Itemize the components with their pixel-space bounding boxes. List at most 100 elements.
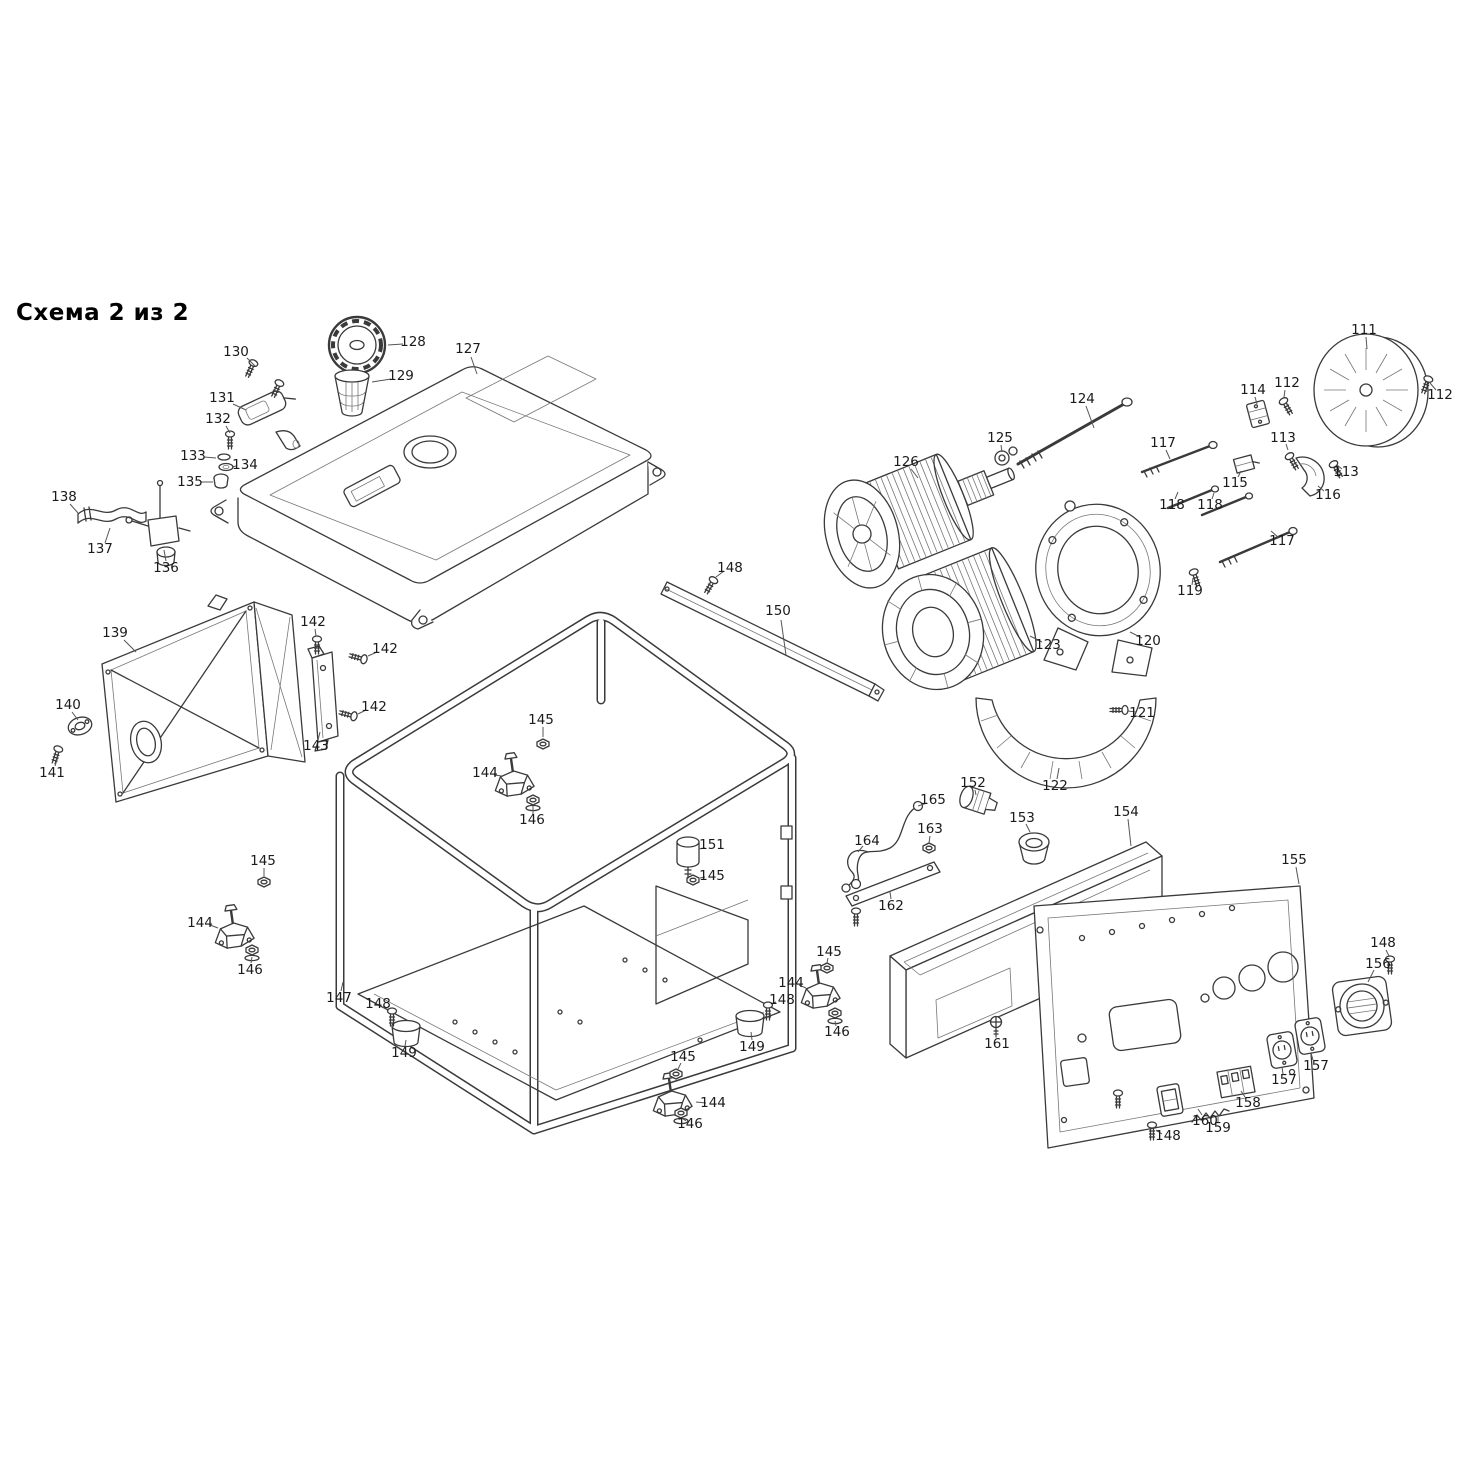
leader-line	[928, 835, 931, 844]
leader-line	[1191, 577, 1194, 586]
end-bracket-120	[1035, 500, 1161, 677]
leader-line	[225, 425, 231, 434]
leader-line	[404, 1039, 407, 1047]
leader-line	[314, 628, 317, 637]
washer-133	[217, 453, 231, 461]
part-label: 156	[1365, 956, 1391, 972]
part-label: 141	[39, 765, 65, 781]
fuel-valve-136	[125, 479, 191, 567]
leader-line	[340, 981, 344, 992]
screw-112	[1277, 395, 1296, 418]
tank-hardware-130-135	[213, 357, 286, 489]
nut-163	[922, 842, 936, 854]
part-label: 146	[824, 1024, 850, 1040]
grommet-135	[213, 473, 229, 489]
leader-line	[715, 570, 725, 578]
part-label: 142	[300, 614, 326, 630]
part-label: 131	[209, 390, 235, 406]
part-label: 124	[1069, 391, 1095, 407]
leader-line	[232, 403, 247, 411]
rotor-126	[823, 453, 1015, 589]
part-label: 149	[739, 1039, 765, 1055]
nut-145	[686, 874, 700, 886]
part-label: 115	[1222, 475, 1248, 491]
part-label: 157	[1271, 1072, 1297, 1088]
part-label: 145	[250, 853, 276, 869]
leader-line	[1310, 1052, 1314, 1061]
leader-line	[1281, 1066, 1284, 1075]
leader-line	[123, 639, 137, 653]
part-label: 116	[1315, 487, 1341, 503]
part-label: 148	[1370, 935, 1396, 951]
leader-line	[677, 1062, 682, 1070]
leader-line	[1000, 444, 1003, 453]
part-label: 125	[987, 430, 1013, 446]
part-label: 152	[960, 775, 986, 791]
leader-line	[203, 456, 217, 459]
leader-line	[798, 984, 807, 989]
leader-line	[1127, 710, 1137, 713]
part-label: 135	[177, 474, 203, 490]
part-label: 140	[55, 697, 81, 713]
part-label: 157	[1303, 1058, 1329, 1074]
leader-line	[1211, 492, 1215, 500]
leader-line	[231, 465, 237, 468]
spacer-151	[676, 836, 700, 879]
part-label: 155	[1281, 852, 1307, 868]
leader-line	[317, 731, 321, 741]
leader-line	[1174, 491, 1179, 500]
leader-line	[857, 845, 864, 853]
fuel-inlet-152	[959, 785, 998, 815]
mount-144	[209, 901, 257, 951]
leader-line	[71, 711, 79, 721]
part-label: 121	[1129, 705, 1155, 721]
part-label: 147	[326, 990, 352, 1006]
leader-line	[1165, 449, 1171, 460]
gasket-140	[67, 716, 93, 736]
leader-line	[382, 1006, 390, 1011]
part-label: 126	[893, 454, 919, 470]
leader-line	[889, 891, 892, 900]
leader-line	[681, 1117, 687, 1122]
part-label: 144	[700, 1095, 726, 1111]
leader-line	[698, 847, 706, 850]
part-label: 151	[699, 837, 725, 853]
part-label: 153	[1009, 810, 1035, 826]
leader-line	[1367, 969, 1375, 983]
part-label: 165	[920, 792, 946, 808]
leader-line	[1385, 949, 1390, 957]
screw-148	[701, 574, 720, 597]
leader-line	[1127, 818, 1132, 847]
washers-125	[994, 446, 1018, 466]
leader-line	[1237, 470, 1242, 478]
leader-line	[910, 468, 919, 479]
part-label: 111	[1351, 322, 1377, 338]
part-label: 119	[1177, 583, 1203, 599]
wire-harness-165	[850, 800, 924, 890]
nut-145	[820, 962, 834, 974]
leader-line	[1365, 336, 1368, 350]
leader-line	[770, 1001, 777, 1005]
leader-line	[1317, 485, 1325, 492]
part-label: 163	[917, 821, 943, 837]
part-label: 146	[237, 962, 263, 978]
leader-line	[69, 503, 79, 514]
fuel-cap-128	[327, 315, 387, 375]
part-label: 144	[778, 975, 804, 991]
part-label: 144	[472, 765, 498, 781]
leader-line	[974, 789, 977, 796]
regulator-114	[1246, 399, 1270, 429]
leader-line	[1240, 1090, 1246, 1098]
washer-134	[218, 462, 234, 472]
part-label: 154	[1113, 804, 1139, 820]
part-label: 122	[1042, 778, 1068, 794]
part-label: 137	[87, 541, 113, 557]
part-label: 145	[528, 712, 554, 728]
part-label: 128	[400, 334, 426, 350]
muffler-box-139	[101, 594, 306, 803]
screw-121	[1109, 704, 1129, 716]
leader-line	[1429, 382, 1437, 391]
crossbar-150	[660, 581, 885, 702]
part-label: 143	[303, 738, 329, 754]
